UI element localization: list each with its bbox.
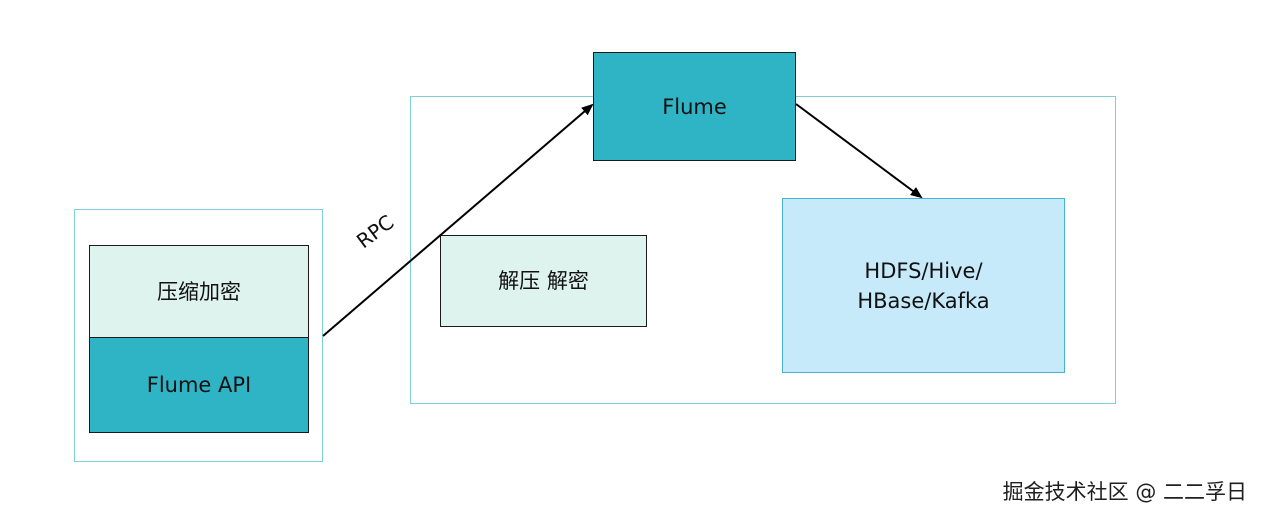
watermark-text: 掘金技术社区 @ 二二孚日	[1002, 480, 1247, 504]
compress-encrypt-box: 压缩加密	[89, 245, 309, 339]
rpc-label: RPC	[352, 209, 399, 254]
storage-line-1: HDFS/Hive/	[864, 258, 983, 283]
flume-api-box: Flume API	[89, 337, 309, 433]
storage-line-2: HBase/Kafka	[857, 288, 990, 313]
storage-targets-box: HDFS/Hive/ HBase/Kafka	[782, 198, 1065, 373]
flume-box: Flume	[593, 52, 796, 161]
flume-api-label: Flume API	[146, 373, 252, 397]
decompress-decrypt-box: 解压 解密	[440, 235, 647, 327]
flume-label: Flume	[662, 94, 727, 119]
storage-targets-label: HDFS/Hive/ HBase/Kafka	[857, 256, 989, 316]
compress-encrypt-label: 压缩加密	[157, 280, 241, 304]
decompress-decrypt-label: 解压 解密	[498, 269, 589, 293]
